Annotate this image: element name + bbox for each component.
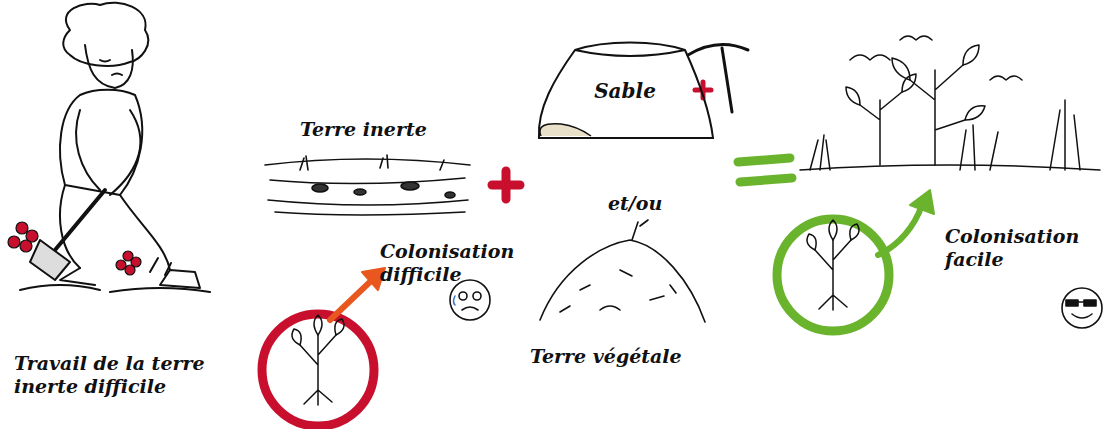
plant-icon	[807, 220, 859, 310]
inert-soil	[265, 155, 470, 215]
sad-face	[450, 280, 490, 320]
annotation-label: Terre inerte	[300, 118, 470, 141]
compost-heap	[540, 220, 705, 322]
annotation-label: Travail de la terre inerte difficile	[14, 352, 224, 398]
sunglasses-face	[1062, 288, 1102, 328]
worker-figure	[20, 3, 210, 292]
annotation-label: Colonisation difficile	[380, 240, 500, 286]
node-text: Sable	[594, 79, 656, 103]
red-flowers	[8, 222, 141, 275]
annotation-label: et/ou	[608, 192, 688, 215]
annotation-label: Terre végétale	[530, 345, 730, 368]
sand-sack: Sable	[535, 38, 715, 143]
plant-icon	[292, 315, 344, 405]
vegetation	[800, 36, 1100, 170]
annotation-label: Colonisation facile	[945, 225, 1075, 271]
